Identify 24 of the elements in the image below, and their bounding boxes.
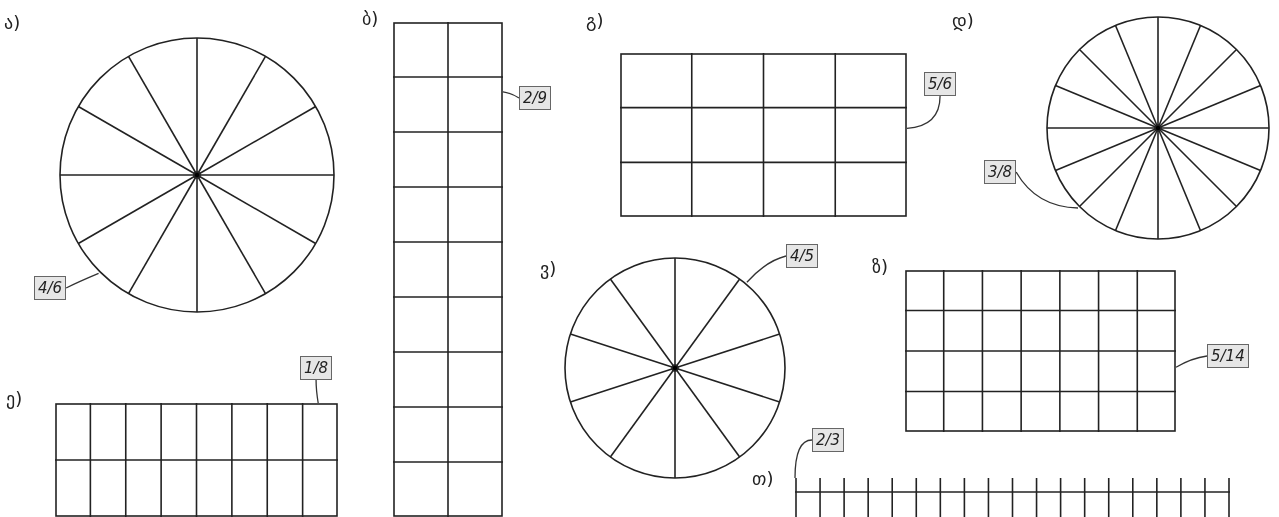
- leader-line: [746, 255, 787, 283]
- leader-line: [794, 439, 813, 479]
- fraction-tag: 2/9: [519, 86, 552, 110]
- leader-line: [1015, 171, 1079, 209]
- leader-line: [315, 379, 319, 404]
- fraction-tag: 1/8: [300, 356, 333, 380]
- fraction-tag: 4/6: [34, 276, 67, 300]
- item-label: ბ): [362, 8, 379, 29]
- fraction-tag: 5/6: [924, 72, 957, 96]
- item-label: ზ): [872, 256, 889, 277]
- leader-line: [502, 91, 520, 99]
- leader-line: [65, 272, 100, 289]
- fraction-tag: 2/3: [812, 428, 845, 452]
- leader-line: [906, 95, 941, 130]
- item-label: ა): [4, 12, 21, 33]
- fraction-tag: 4/5: [786, 244, 819, 268]
- item-label: გ): [586, 10, 604, 31]
- leader-line: [1175, 355, 1208, 368]
- item-label: ვ): [540, 258, 557, 279]
- item-label: დ): [952, 10, 974, 31]
- fraction-tag: 5/14: [1207, 344, 1249, 368]
- item-label: ე): [6, 388, 23, 409]
- fraction-tag: 3/8: [984, 160, 1017, 184]
- item-label: თ): [752, 468, 774, 489]
